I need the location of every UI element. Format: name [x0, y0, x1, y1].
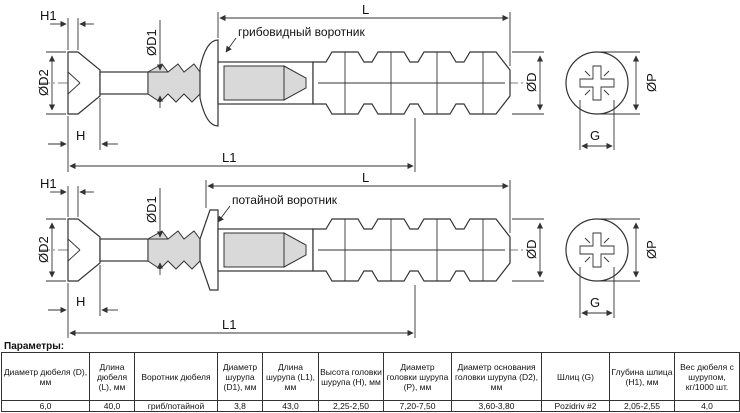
col-header: Длина шурупа (L1), мм [262, 352, 319, 401]
table-cell: 3,60-3,80 [451, 400, 542, 412]
col-header: Диаметр головки шурупа (P), мм [383, 352, 452, 401]
label-d2: ØD2 [36, 236, 51, 263]
params-table: Диаметр дюбеля (D), мм Длина дюбеля (L),… [1, 352, 740, 412]
col-header: Диаметр основания головки шурупа (D2), м… [451, 352, 542, 401]
col-header: Шлиц (G) [541, 352, 610, 401]
screw-head [67, 218, 101, 282]
table-cell: 7,20-7,50 [383, 400, 452, 412]
table-cell: 4,0 [674, 400, 740, 412]
label-d2: ØD2 [36, 69, 51, 96]
label-l1: L1 [222, 150, 236, 165]
col-header: Глубина шлица (H1), мм [609, 352, 675, 401]
screw-thread [147, 63, 201, 103]
table-header-row: Диаметр дюбеля (D), мм Длина дюбеля (L),… [1, 352, 740, 401]
col-header: Диаметр дюбеля (D), мм [1, 352, 90, 401]
label-l1: L1 [222, 317, 236, 332]
col-header: Высота головки шурупа (H), мм [318, 352, 384, 401]
dowel-drawing: H1 ØD1 ØD2 L грибовидный воротник ØD H [36, 2, 659, 338]
label-g: G [590, 295, 600, 310]
screw-head-end-view [565, 218, 629, 282]
col-header: Длина дюбеля (L), мм [89, 352, 135, 401]
dowel-view-mushroom: H1 ØD1 ØD2 L грибовидный воротник ØD H [36, 2, 659, 172]
table-cell: 2,25-2,50 [318, 400, 384, 412]
table-cell: Pozidriv #2 [541, 400, 610, 412]
col-header: Воротник дюбеля [134, 352, 218, 401]
params-title: Параметры: [4, 341, 65, 352]
col-header: Диаметр шурупа (D1), мм [217, 352, 263, 401]
dowel-view-countersunk: H1 ØD1 ØD2 L потайной воротник ØD H L [36, 170, 659, 338]
label-p: ØP [644, 73, 659, 92]
collar-note: потайной воротник [232, 193, 338, 207]
label-l: L [362, 170, 369, 185]
label-d1: ØD1 [144, 29, 159, 56]
table-cell: 40,0 [89, 400, 135, 412]
screw-thread [147, 230, 201, 270]
label-g: G [590, 128, 600, 143]
collar-countersunk [199, 209, 219, 291]
label-d: ØD [524, 240, 539, 260]
label-h: H [76, 294, 85, 309]
label-d: ØD [524, 73, 539, 93]
label-h1: H1 [40, 8, 57, 23]
table-cell: 43,0 [262, 400, 319, 412]
label-h: H [76, 128, 85, 143]
screw-head-end-view [565, 51, 629, 115]
table-cell: 3,8 [217, 400, 263, 412]
label-d1: ØD1 [144, 196, 159, 223]
table-cell: 2,05-2,55 [609, 400, 675, 412]
collar-note: грибовидный воротник [238, 25, 365, 39]
table-cell: 6,0 [1, 400, 90, 412]
table-cell: гриб/потайной [134, 400, 218, 412]
label-l: L [362, 2, 369, 17]
screw-head [67, 51, 101, 115]
table-row: 6,0 40,0 гриб/потайной 3,8 43,0 2,25-2,5… [1, 400, 740, 412]
collar-mushroom [199, 39, 219, 127]
dowel-segments [312, 51, 511, 115]
dowel-segments [312, 218, 511, 282]
label-p: ØP [644, 240, 659, 259]
label-h1: H1 [40, 176, 57, 191]
col-header: Вес дюбеля с шурупом, кг/1000 шт. [674, 352, 740, 401]
